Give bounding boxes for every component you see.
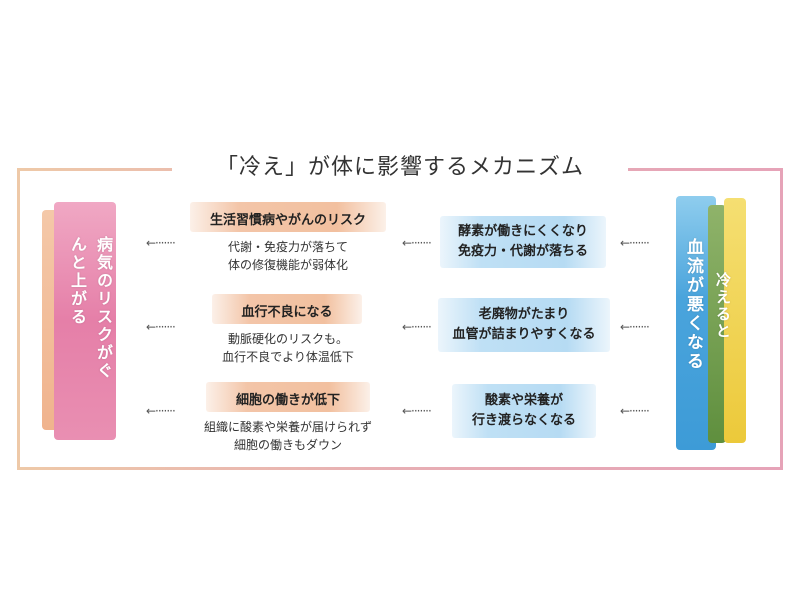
effect-brush-3 <box>206 382 370 412</box>
cause-text-1: 酵素が働きにくくなり 免疫力・代謝が落ちる <box>457 224 588 259</box>
arrow-left-1: ←······· <box>146 236 176 250</box>
effect-desc-3: 組織に酸素や栄養が届けられず 細胞の働きもダウン <box>203 420 372 452</box>
diagram-frame <box>17 168 783 470</box>
arrow-right-3: ←······· <box>620 404 650 418</box>
arrow-mid-2: ←······· <box>402 320 432 334</box>
left-bar-text: 病気のリスクがぐんと上がる <box>68 236 113 380</box>
effect-desc-2: 動脈硬化のリスクも。 血行不良でより体温低下 <box>222 332 354 364</box>
right-bar-yellow <box>724 198 746 443</box>
arrow-right-1: ←······· <box>620 236 650 250</box>
right-bar-green <box>708 205 726 443</box>
arrow-right-2: ←······· <box>620 320 650 334</box>
effect-desc-1: 代謝・免疫力が落ちて 体の修復機能が弱体化 <box>227 240 348 272</box>
effect-title-1: 生活習慣病やがんのリスク <box>209 213 366 228</box>
effect-title-2: 血行不良になる <box>241 305 333 320</box>
cause-brush-2 <box>438 298 610 352</box>
arrow-mid-1: ←······· <box>402 236 432 250</box>
right-bar-text-blue: 血流が悪くなる <box>683 238 703 371</box>
effect-brush-2 <box>212 294 362 324</box>
cause-text-2: 老廃物がたまり 血管が詰まりやすくなる <box>452 307 596 342</box>
cause-text-3: 酸素や栄養が 行き渡らなくなる <box>471 393 576 428</box>
diagram-title: 「冷え」が体に影響するメカニズム <box>172 150 628 186</box>
effect-brush-1 <box>190 202 386 232</box>
left-bar-pink <box>54 202 116 440</box>
cause-brush-3 <box>452 384 596 438</box>
cause-brush-1 <box>440 216 606 268</box>
arrow-left-3: ←······· <box>146 404 176 418</box>
arrow-mid-3: ←······· <box>402 404 432 418</box>
arrow-left-2: ←······· <box>146 320 176 334</box>
right-bar-text-yellow: 冷えると <box>714 272 732 340</box>
effect-title-3: 細胞の働きが低下 <box>235 393 340 408</box>
